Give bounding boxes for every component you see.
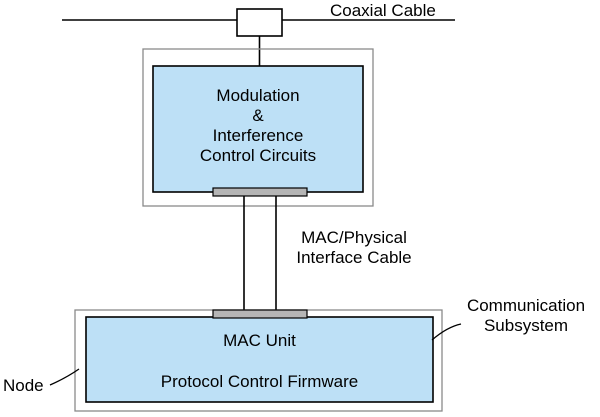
modulation-label-line-4: Control Circuits [199, 146, 317, 165]
modulation-box [152, 65, 364, 193]
modulation-label-line-1: Modulation [216, 86, 300, 105]
upper-connector [212, 187, 308, 197]
modulation-label-line-3: Interference [212, 126, 304, 145]
protocol-firmware-label: Protocol Control Firmware [160, 372, 359, 391]
cable-tap-box [236, 8, 283, 37]
communication-leader-line [431, 323, 462, 341]
upper-enclosure-frame [142, 48, 374, 207]
node-label: Node [3, 376, 44, 395]
mac-unit-box [85, 316, 434, 403]
communication-label-line-1: Communication [466, 296, 586, 315]
mac-physical-label-line-2: Interface Cable [296, 248, 412, 267]
mac-physical-label-line-1: MAC/Physical [301, 228, 407, 247]
node-leader-line [49, 368, 80, 386]
communication-label-line-2: Subsystem [483, 316, 569, 335]
lower-connector [212, 309, 308, 319]
mac-unit-label: MAC Unit [223, 331, 296, 350]
coaxial-cable-label: Coaxial Cable [330, 1, 436, 20]
modulation-label-line-2: & [252, 106, 264, 125]
